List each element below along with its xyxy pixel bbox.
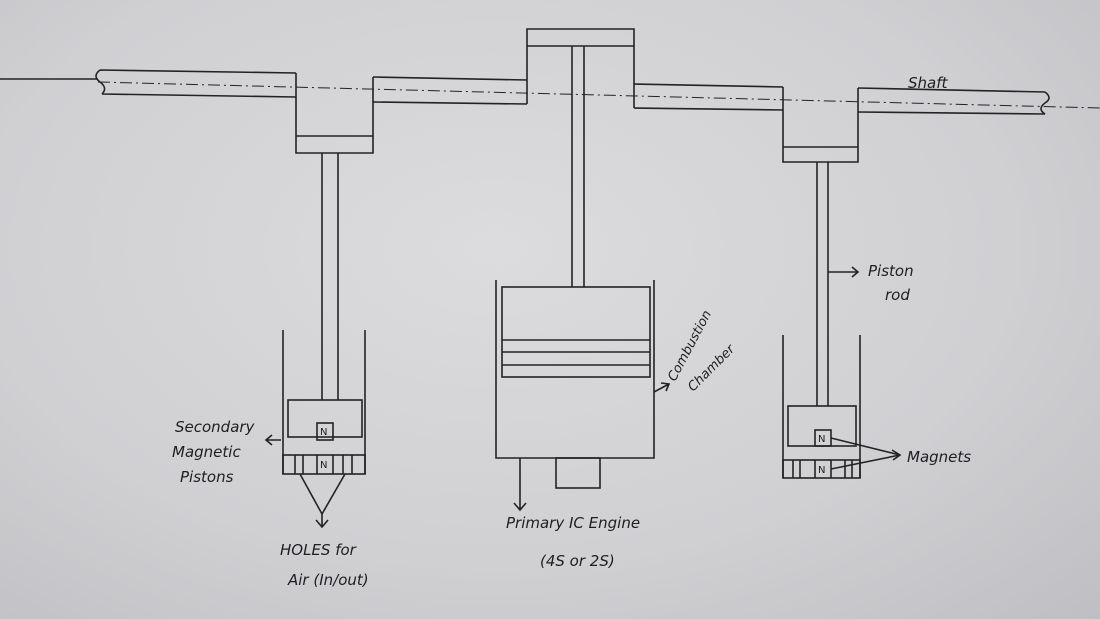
secondary-label: Secondary xyxy=(175,418,256,436)
secondary-label-2: Magnetic xyxy=(172,443,241,461)
secondary-magnetic-piston-left xyxy=(264,153,366,529)
crankshaft xyxy=(95,28,1050,163)
magnets-label: Magnets xyxy=(907,448,971,466)
engine-label: Primary IC Engine xyxy=(506,514,640,532)
engine-type-label: (4S or 2S) xyxy=(540,552,615,570)
piston-rod-label-2: rod xyxy=(885,286,910,304)
magnet-pole-label: N xyxy=(818,465,825,476)
shaft-centerline xyxy=(97,81,1100,109)
primary-ic-engine xyxy=(495,46,671,512)
magnet-pole-label: N xyxy=(320,427,327,438)
holes-label: HOLES for xyxy=(280,541,357,559)
magnet-pole-label: N xyxy=(320,460,327,471)
shaft-label: Shaft xyxy=(908,74,949,92)
piston-rod-label: Piston xyxy=(868,262,914,280)
holes-label-2: Air (In/out) xyxy=(287,571,369,589)
secondary-label-3: Pistons xyxy=(180,468,234,486)
magnet-pole-label: N xyxy=(818,434,825,445)
secondary-magnetic-piston-right xyxy=(782,162,902,479)
